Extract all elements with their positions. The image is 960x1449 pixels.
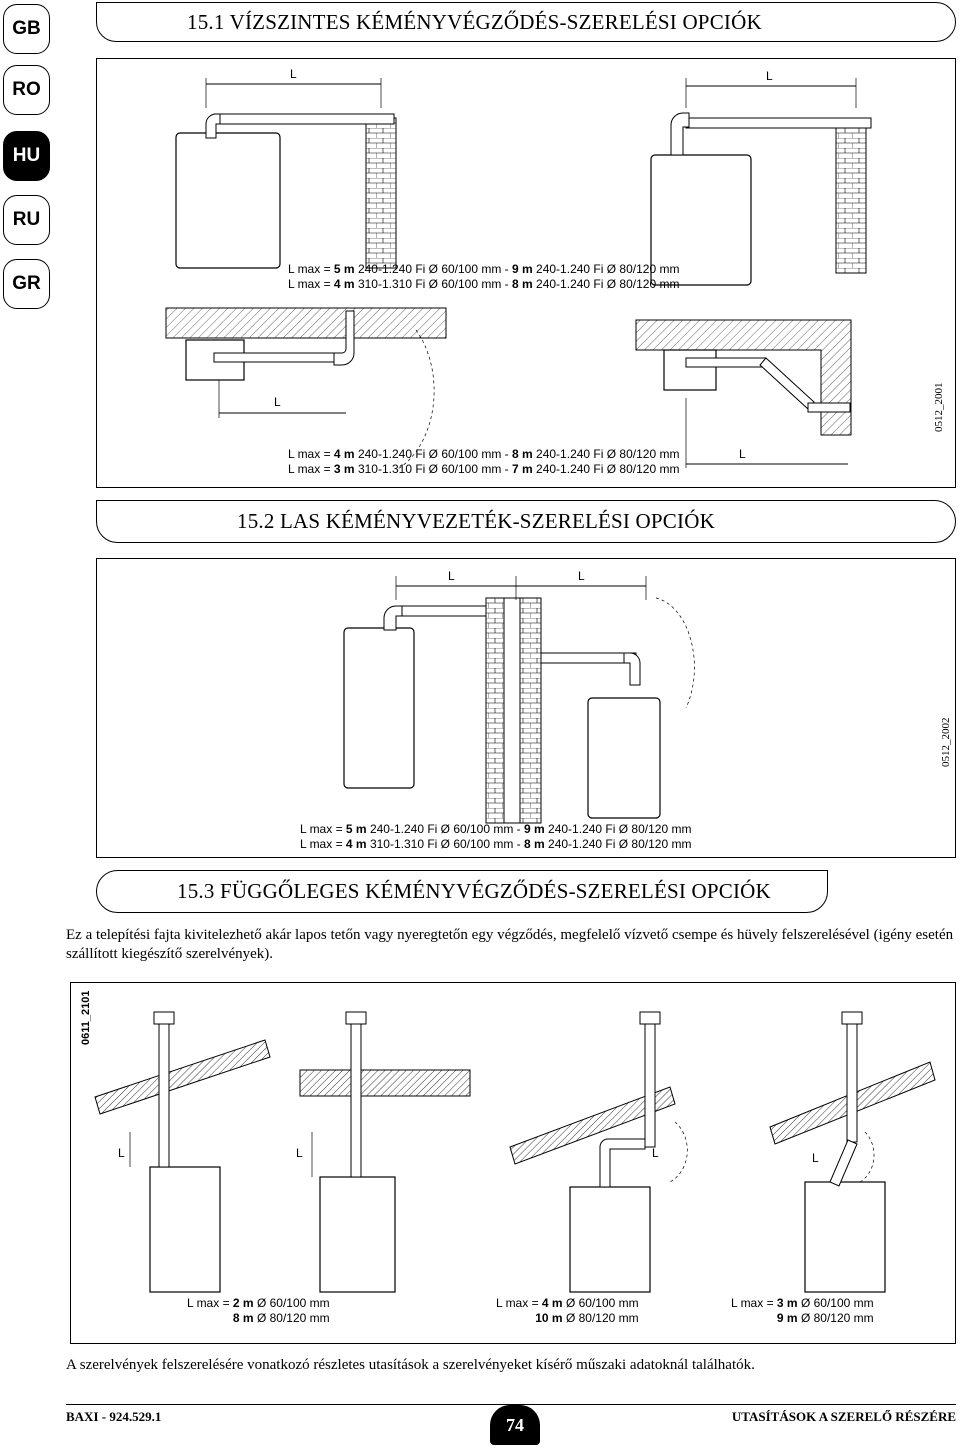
lang-tab-ro[interactable]: RO	[3, 65, 50, 115]
section-title: 15.3 FÜGGŐLEGES KÉMÉNYVÉGZŐDÉS-SZERELÉSI…	[177, 879, 771, 903]
lang-tab-ru[interactable]: RU	[3, 195, 50, 245]
section-heading-15-3: 15.3 FÜGGŐLEGES KÉMÉNYVÉGZŐDÉS-SZERELÉSI…	[96, 870, 828, 913]
diagram-horizontal-wall: L L L L	[165, 67, 872, 471]
section-title: 15.1 VÍZSZINTES KÉMÉNYVÉGZŐDÉS-SZERELÉSI…	[187, 9, 762, 34]
vertical-intro-paragraph: Ez a telepítési fajta kivitelezhető akár…	[66, 927, 954, 962]
spec-15-1-bottom: L max = 4 m 240-1.240 Fi Ø 60/100 mm - 8…	[288, 447, 680, 476]
dimension-label: L	[652, 1146, 659, 1160]
footer-divider	[66, 1404, 956, 1405]
dimension-label: L	[812, 1151, 819, 1165]
section-heading-15-1: 15.1 VÍZSZINTES KÉMÉNYVÉGZŐDÉS-SZERELÉSI…	[96, 2, 956, 42]
section-title: 15.2 LAS KÉMÉNYVEZETÉK-SZERELÉSI OPCIÓK	[237, 509, 715, 533]
dimension-label: L	[739, 447, 746, 461]
figure-horizontal-terminals	[96, 58, 956, 488]
lang-tab-gr[interactable]: GR	[3, 259, 50, 309]
dimension-label: L	[274, 395, 281, 409]
lang-tab-gb[interactable]: GB	[3, 4, 50, 54]
dimension-label: L	[118, 1146, 125, 1160]
dimension-label: L	[578, 569, 585, 583]
footer-doc-code: BAXI - 924.529.1	[66, 1409, 162, 1424]
diagram-las-chimney: L L	[343, 569, 695, 824]
spec-15-2: L max = 5 m 240-1.240 Fi Ø 60/100 mm - 9…	[300, 822, 692, 851]
figure-code-15-3: 0611_2101	[80, 990, 92, 1045]
figure-code-15-2: 0512_2002	[940, 717, 952, 768]
lang-tab-hu[interactable]: HU	[3, 131, 50, 181]
closing-note: A szerelvények felszerelésére vonatkozó …	[66, 1357, 755, 1373]
dimension-label: L	[296, 1146, 303, 1160]
figure-code-15-1: 0512_2001	[933, 382, 945, 433]
dimension-label: L	[290, 67, 297, 81]
spec-15-3-3: L max = 3 m Ø 60/100 mm 9 m Ø 80/120 mm	[731, 1296, 874, 1325]
spec-15-3-1: L max = 2 m Ø 60/100 mm 8 m Ø 80/120 mm	[187, 1296, 330, 1325]
section-heading-15-2: 15.2 LAS KÉMÉNYVEZETÉK-SZERELÉSI OPCIÓK	[96, 500, 956, 543]
dimension-label: L	[766, 69, 773, 83]
page-number: 74	[490, 1405, 540, 1445]
spec-15-3-2: L max = 4 m Ø 60/100 mm 10 m Ø 80/120 mm	[496, 1296, 639, 1325]
spec-15-1-top: L max = 5 m 240-1.240 Fi Ø 60/100 mm - 9…	[288, 262, 680, 291]
footer-section-title: UTASÍTÁSOK A SZERELŐ RÉSZÉRE	[731, 1409, 956, 1424]
diagram-vertical-roof: L L L L	[94, 1011, 936, 1293]
dimension-label: L	[448, 569, 455, 583]
